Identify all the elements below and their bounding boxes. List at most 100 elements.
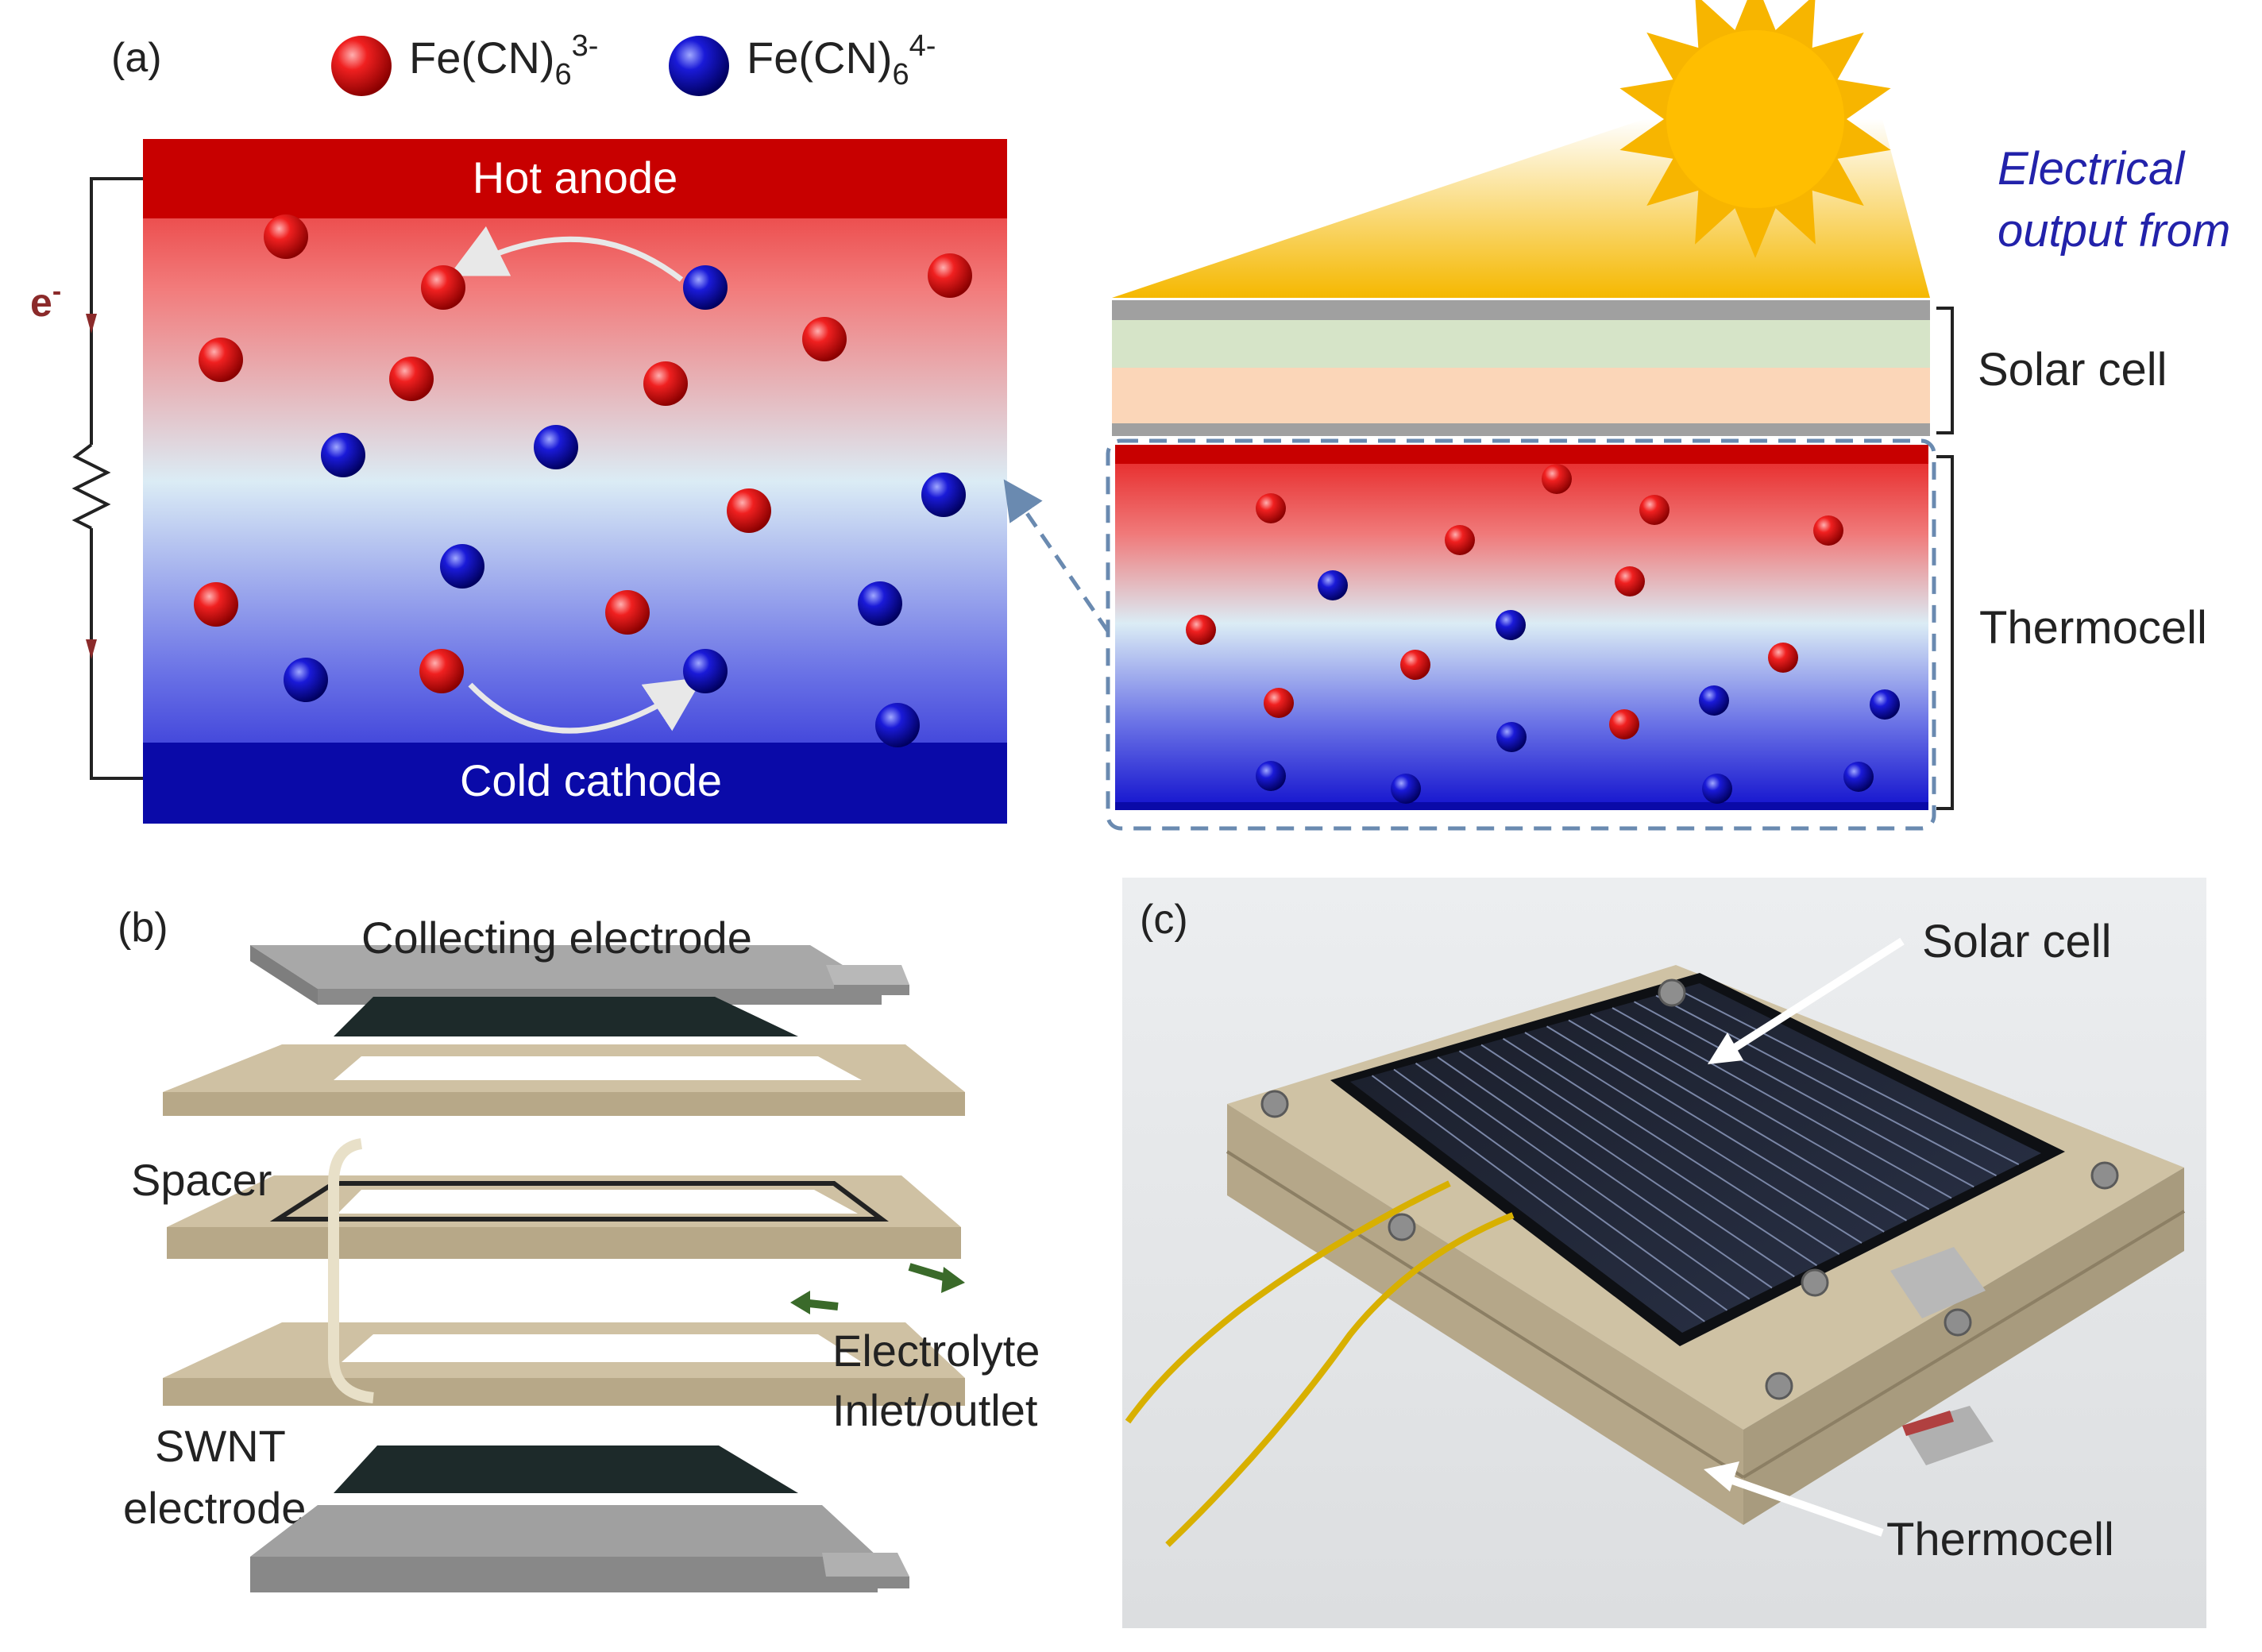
wire-2 <box>1165 1212 1515 1547</box>
resistor <box>71 443 111 530</box>
ferricyanide-ion <box>928 253 972 298</box>
hot-anode-label: Hot anode <box>473 152 677 203</box>
panel-gridline <box>1480 1044 1818 1267</box>
solar-panel-gridlines <box>1371 988 2020 1322</box>
ferricyanide-ion <box>194 582 238 627</box>
device-right-face <box>1743 1168 2184 1525</box>
legend-red-label: Fe(CN)64- <box>747 29 936 91</box>
o-ring <box>269 1181 889 1222</box>
legend-ox-sup: 3- <box>572 29 599 63</box>
thermocell-pointer-arrow <box>1722 1473 1884 1537</box>
panel-gridline <box>1437 1056 1773 1289</box>
collecting-electrode-label: Collecting electrode <box>361 913 752 963</box>
panel-gridline <box>1458 1050 1795 1278</box>
ferrocyanide-ion <box>1391 774 1421 804</box>
thermocell-cold-electrode <box>1115 802 1928 810</box>
device-seam-left <box>1226 1150 1745 1479</box>
electron-sup: - <box>52 276 61 307</box>
ferrocyanide-ion <box>1496 610 1526 640</box>
collecting-electrode-tab <box>826 965 909 985</box>
device-seam-right <box>1742 1210 2186 1479</box>
panel-c-tag: (c) <box>1140 897 1188 943</box>
ferrocyanide-ion <box>1496 722 1527 752</box>
ferrocyanide-ion <box>875 703 920 747</box>
reduction-arrow <box>468 677 704 734</box>
bottom-electrode-plate <box>250 1505 878 1557</box>
ferrocyanide-ion <box>683 265 728 310</box>
solar-cell-photo-label: Solar cell <box>1922 916 2112 967</box>
ferricyanide-ion <box>643 361 688 406</box>
panel-a: (a) Fe(CN)63- Fe(CN)64- Hot anode Cold c… <box>30 29 1007 824</box>
ferricyanide-ion <box>1264 688 1294 718</box>
screw-icon <box>1260 1090 1289 1118</box>
ferricyanide-ion <box>419 649 464 693</box>
electrolyte-outlet-arrowhead <box>941 1267 965 1293</box>
panel-gridline <box>1415 1062 1751 1300</box>
collecting-electrode-tab-front <box>834 985 909 995</box>
panel-gridline <box>1677 988 2020 1166</box>
wire-1 <box>1125 1180 1451 1424</box>
screw-icon <box>1658 978 1686 1007</box>
collecting-electrode-edge <box>250 945 318 1005</box>
ferrocyanide-ion <box>858 581 902 626</box>
swnt-sheet-top <box>334 997 798 1036</box>
screw-icon <box>1388 1213 1416 1241</box>
legend-red-formula: Fe(CN) <box>747 33 893 83</box>
zoom-arrow <box>1003 479 1110 633</box>
thermocell-pointer-arrowhead <box>1704 1461 1739 1492</box>
panel-gridline <box>1655 994 1997 1177</box>
ferricyanide-ion <box>1256 493 1286 523</box>
collecting-electrode-plate <box>250 945 882 989</box>
frame-1-front <box>163 1092 965 1116</box>
thermocell-photo-label: Thermocell <box>1886 1514 2114 1565</box>
swnt-label-line1: SWNT <box>155 1421 286 1471</box>
bottom-electrode-tab <box>822 1553 909 1577</box>
ferricyanide-ion <box>389 357 434 401</box>
panel-gridline <box>1524 1032 1862 1244</box>
panel-c: (c) Solar cell Thermocell <box>1122 878 2206 1628</box>
electron-arrow-upper <box>86 314 97 334</box>
ferricyanide-ion <box>1542 464 1572 494</box>
screw-icon <box>1801 1268 1829 1297</box>
thermocell-label: Thermocell <box>1979 602 2207 654</box>
panel-b: (b) Collecting electrode Spacer Electrol… <box>118 905 1040 1592</box>
ferricyanide-ion <box>1639 495 1669 525</box>
electrolyte-outlet-arrow <box>908 1263 951 1283</box>
solar-pointer-arrow <box>1725 937 1905 1056</box>
ferricyanide-ion <box>421 265 465 310</box>
cold-cathode-label: Cold cathode <box>460 755 722 805</box>
electron-symbol: e <box>30 280 52 325</box>
ferrocyanide-ion <box>1843 762 1874 792</box>
ferrocyanide-ion <box>1702 774 1732 804</box>
electrolyte-inlet-arrowhead <box>790 1291 810 1314</box>
solar-tab <box>1890 1247 1986 1318</box>
solar-cell-bracket <box>1936 307 1954 434</box>
output-label-line2: output from <box>1998 205 2230 257</box>
thermocell-hot-electrode <box>1115 445 1928 464</box>
legend-ox-marker <box>331 36 392 96</box>
screws <box>1260 978 2119 1400</box>
ferricyanide-ion <box>727 488 771 533</box>
legend-ox-label: Fe(CN)63- <box>409 29 598 91</box>
swnt-sheet-bottom <box>334 1446 798 1493</box>
panel-gridline <box>1502 1037 1840 1255</box>
ferrocyanide-ion <box>683 649 728 693</box>
spacer-bracket <box>328 1138 374 1403</box>
ferricyanide-ion <box>199 338 243 382</box>
ions-a <box>194 214 972 747</box>
frame-1-opening <box>334 1056 862 1080</box>
ions-thermocell <box>1186 464 1900 804</box>
oxidation-arrow <box>448 226 684 282</box>
panel-gridline <box>1568 1019 1908 1222</box>
ferrocyanide-ion <box>534 425 578 469</box>
screw-icon <box>1765 1372 1793 1400</box>
ferricyanide-ion <box>1813 515 1843 546</box>
panel-gridline <box>1634 1001 1974 1188</box>
ferricyanide-ion <box>1609 709 1639 739</box>
external-circuit <box>71 177 143 780</box>
legend-red-marker <box>669 36 729 96</box>
panel-gridline <box>1393 1068 1728 1311</box>
panel-b-tag: (b) <box>118 905 168 951</box>
sun-core <box>1666 30 1844 208</box>
ferricyanide-ion <box>605 590 650 635</box>
